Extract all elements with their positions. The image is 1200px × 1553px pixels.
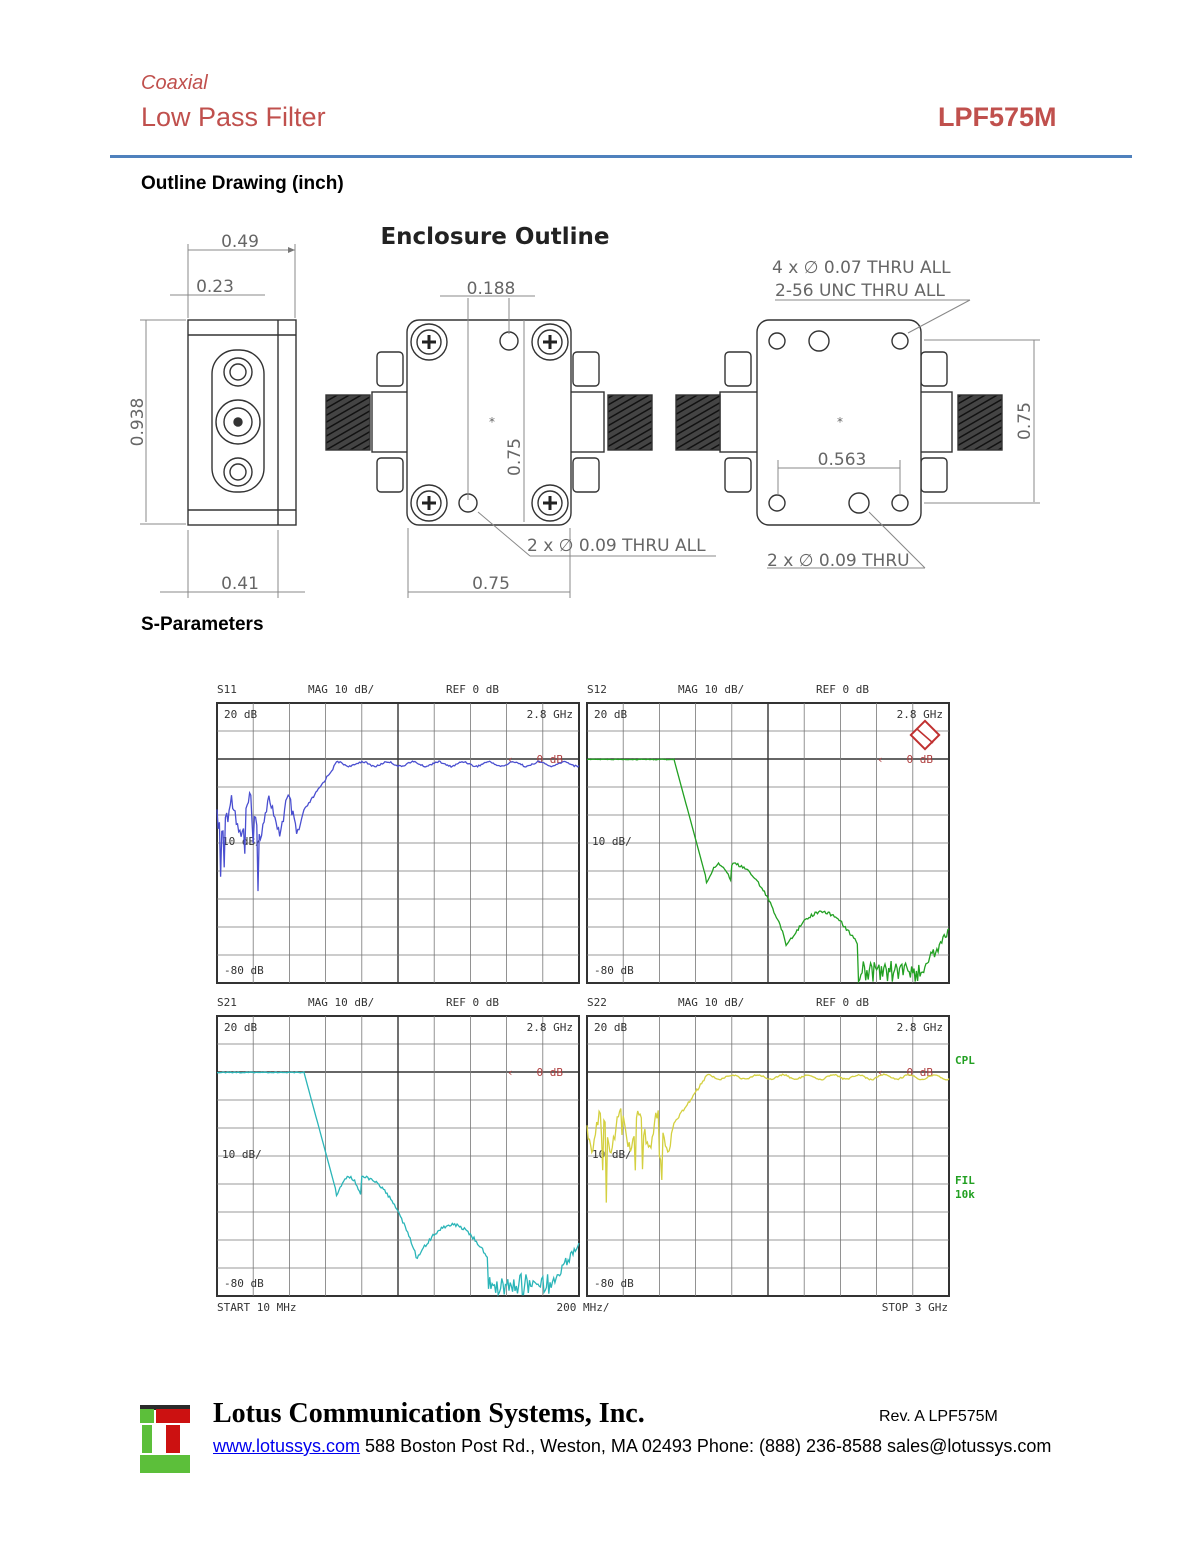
dim-side-base: 0.41 (221, 574, 259, 594)
plot-bottom-label: -80 dB (594, 1277, 634, 1290)
center-mark: * (489, 415, 495, 429)
side-label-cpl: CPL (955, 1054, 975, 1067)
back-center-mark: * (837, 415, 843, 429)
front-hole-note: 2 x ∅ 0.09 THRU ALL (527, 536, 706, 556)
plot-freq-label: 2.8 GHz (897, 708, 943, 721)
plot-ref-marker: 0 dB (537, 1066, 564, 1079)
drawing-title: Enclosure Outline (380, 224, 609, 250)
footer-contact: www.lotussys.com 588 Boston Post Rd., We… (213, 1436, 1051, 1457)
back-view-dims (767, 299, 1040, 569)
plot-scale: MAG 10 dB/ (678, 683, 744, 696)
header-part-number: LPF575M (938, 102, 1057, 132)
ref-arrow-icon: ‹ (877, 753, 884, 766)
plot-top-label: 20 dB (224, 708, 257, 721)
side-view-dims (140, 244, 305, 598)
ref-arrow-icon: ‹ (507, 753, 514, 766)
plot-bottom-label: -80 dB (224, 964, 264, 977)
dim-side-height: 0.938 (128, 398, 148, 447)
plot-scale: MAG 10 dB/ (308, 683, 374, 696)
plot-ref: REF 0 dB (816, 996, 869, 1009)
plot-ref-marker: 0 dB (907, 1066, 934, 1079)
back-note-2: 2-56 UNC THRU ALL (775, 281, 945, 301)
plot-mid-label: 10 dB/ (222, 1148, 262, 1161)
ref-arrow-icon: ‹ (877, 1066, 884, 1079)
plot-freq-label: 2.8 GHz (527, 1021, 573, 1034)
dim-back-height: 0.75 (1015, 402, 1035, 440)
plot-scale: MAG 10 dB/ (308, 996, 374, 1009)
dim-side-center: 0.23 (196, 277, 234, 297)
front-view-dims (407, 295, 716, 598)
dim-side-width: 0.49 (221, 232, 259, 252)
front-view (325, 319, 653, 526)
dim-back-span: 0.563 (818, 450, 867, 470)
plot-s21: S21 MAG 10 dB/REF 0 dB 20 dB 2.8 GHz 10 dB/ -… (216, 996, 580, 1297)
dim-front-width: 0.75 (472, 574, 510, 594)
plot-bottom-label: -80 dB (594, 964, 634, 977)
plot-ref: REF 0 dB (446, 996, 499, 1009)
plot-ref-marker: 0 dB (537, 753, 564, 766)
outline-drawing: Enclosure Outline 0.49 0.23 0.938 0.41 (128, 224, 1040, 598)
plot-top-label: 20 dB (594, 1021, 627, 1034)
plot-scale: MAG 10 dB/ (678, 996, 744, 1009)
plot-freq-label: 2.8 GHz (527, 708, 573, 721)
plot-name: S12 (587, 683, 607, 696)
trace-s12 (586, 758, 950, 984)
lotus-logo (140, 1405, 190, 1473)
plot-bottom-label: -80 dB (224, 1277, 264, 1290)
ref-arrow-icon: ‹ (507, 1066, 514, 1079)
plot-ref: REF 0 dB (446, 683, 499, 696)
trace-s21 (217, 1071, 580, 1297)
dim-front-height: 0.75 (505, 438, 525, 476)
plot-s12: S12 MAG 10 dB/REF 0 dB 20 dB 2.8 GHz 10 dB/ -… (586, 683, 950, 984)
website-link[interactable]: www.lotussys.com (213, 1436, 361, 1456)
header-rule (110, 155, 1132, 158)
plot-ref-marker: 0 dB (907, 753, 934, 766)
trace-s11 (216, 760, 580, 892)
plot-name: S21 (217, 996, 237, 1009)
footer-revision: Rev. A LPF575M (879, 1408, 998, 1425)
dim-front-hole: 0.188 (467, 279, 516, 299)
plot-top-label: 20 dB (594, 708, 627, 721)
plot-freq-label: 2.8 GHz (897, 1021, 943, 1034)
header-title: Low Pass Filter (141, 102, 326, 132)
trace-s22 (586, 1073, 950, 1203)
plot-mid-label: 10 dB/ (222, 835, 262, 848)
section-outline-heading: Outline Drawing (inch) (141, 173, 344, 194)
plot-s11: S11 MAG 10 dB/REF 0 dB 20 dB 2.8 GHz 10 dB/ -… (216, 683, 580, 984)
header-subtitle: Coaxial (141, 72, 208, 94)
plot-top-label: 20 dB (224, 1021, 257, 1034)
footer-address: 588 Boston Post Rd., Weston, MA 02493 Ph… (360, 1436, 1052, 1456)
sweep-stop: STOP 3 GHz (882, 1301, 948, 1314)
side-label-fil-bw: 10k (955, 1188, 975, 1201)
side-label-fil: FIL (955, 1174, 975, 1187)
section-sparams-heading: S-Parameters (141, 614, 264, 635)
footer-company: Lotus Communication Systems, Inc. (213, 1398, 645, 1429)
back-view (675, 319, 1003, 526)
sweep-start: START 10 MHz (217, 1301, 296, 1314)
side-view (187, 319, 297, 526)
plot-ref: REF 0 dB (816, 683, 869, 696)
back-note-1: 4 x ∅ 0.07 THRU ALL (772, 258, 951, 278)
plot-name: S22 (587, 996, 607, 1009)
plot-name: S11 (217, 683, 237, 696)
rs-logo-icon (909, 719, 941, 751)
back-hole-note: 2 x ∅ 0.09 THRU (767, 551, 910, 571)
sweep-span: 200 MHz/ (557, 1301, 610, 1314)
plot-mid-label: 10 dB/ (592, 835, 632, 848)
